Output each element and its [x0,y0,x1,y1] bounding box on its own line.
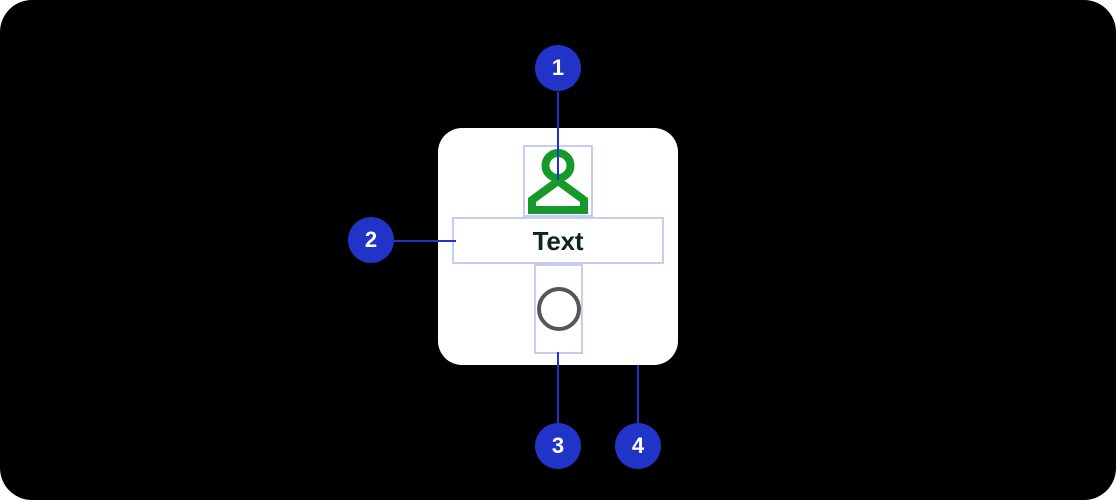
callout-badge-4-number: 4 [631,433,645,458]
callout-badge-4[interactable]: 4 [615,423,661,469]
callout-leader-3 [557,352,559,426]
callout-badge-3-number: 3 [551,433,565,458]
callout-leader-1 [557,92,559,180]
callout-leader-2 [394,240,456,242]
callout-leader-4 [637,365,639,426]
callout-badge-2[interactable]: 2 [348,217,394,263]
status-ring-icon [536,286,581,331]
circle-slot[interactable] [534,264,583,354]
text-slot-label: Text [532,225,584,256]
callout-badge-3[interactable]: 3 [535,423,581,469]
callout-badge-2-number: 2 [364,227,378,252]
callout-badge-1-number: 1 [551,55,565,80]
text-slot[interactable]: Text [452,217,664,264]
callout-badge-1[interactable]: 1 [535,45,581,91]
